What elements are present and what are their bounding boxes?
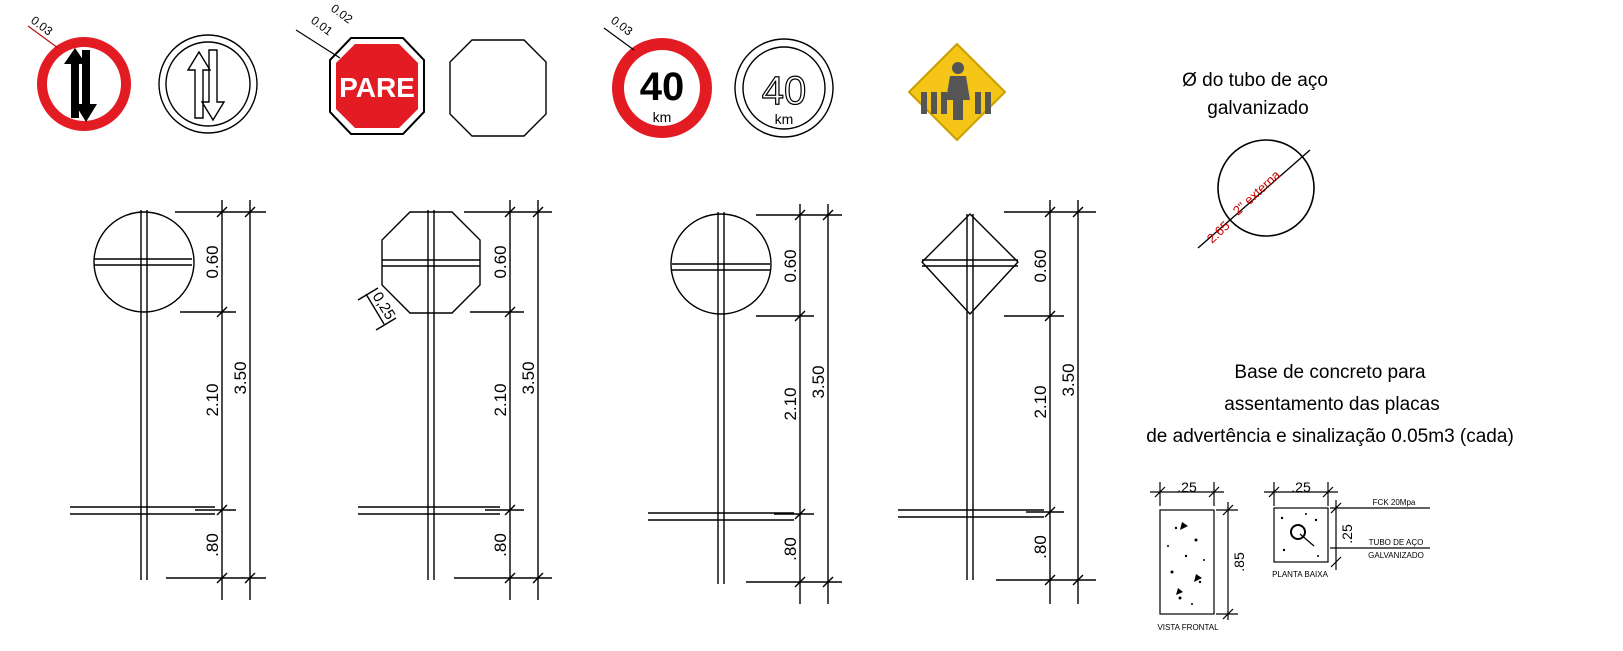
sign2-dimension-a: 0.02 xyxy=(328,1,355,26)
post4-post-height: 2.10 xyxy=(1031,385,1050,418)
speed-value-outline: 40 xyxy=(762,69,807,113)
stop-text: PARE xyxy=(339,72,415,103)
post-4 xyxy=(898,200,1096,604)
post2-post-height: 2.10 xyxy=(491,383,510,416)
speed-value: 40 xyxy=(640,65,685,109)
concrete-texture-plan xyxy=(1280,513,1319,557)
post3-sign-height: 0.60 xyxy=(781,249,800,282)
base-title-line1: Base de concreto para xyxy=(1234,362,1426,383)
post1-sign-height: 0.60 xyxy=(203,245,222,278)
speed-unit-outline: km xyxy=(775,111,794,127)
front-height-dimension: .85 xyxy=(1231,552,1247,572)
tube-label-2: GALVANIZADO xyxy=(1368,551,1424,560)
tube-section: Ø do tubo de aço galvanizado 2.65 2" ext… xyxy=(1182,70,1328,249)
stop-sign-outline xyxy=(449,39,547,137)
up-arrow-icon xyxy=(64,48,86,118)
speed-limit-sign-outline: 40 km xyxy=(734,38,834,138)
post3-total-height: 3.50 xyxy=(809,365,828,398)
tube-title-line1: Ø do tubo de aço xyxy=(1182,70,1328,91)
base-title-line3: de advertência e sinalização 0.05m3 (cad… xyxy=(1146,426,1514,447)
post-3 xyxy=(648,204,842,604)
speed-limit-sign-color: 40 km 0.03 xyxy=(603,13,712,138)
sign3-dimension: 0.03 xyxy=(608,13,635,38)
pedestrian-crossing-sign xyxy=(908,43,1006,141)
post1-embed-depth: .80 xyxy=(203,533,222,557)
post1-post-height: 2.10 xyxy=(203,383,222,416)
post2-sign-height: 0.60 xyxy=(491,245,510,278)
stop-sign-color: PARE 0.02 0.01 xyxy=(295,1,425,135)
tube-dim-b: 2" externa xyxy=(1230,167,1284,219)
sign2-dimension-b: 0.01 xyxy=(308,13,335,38)
two-way-sign-color: 0.03 xyxy=(27,13,131,131)
post1-total-height: 3.50 xyxy=(231,361,250,394)
two-way-sign-outline xyxy=(158,34,258,134)
post4-embed-depth: .80 xyxy=(1031,535,1050,559)
concrete-texture-front xyxy=(1167,522,1205,605)
front-view-label: VISTA FRONTAL xyxy=(1157,623,1219,632)
fck-label: FCK 20Mpa xyxy=(1373,498,1416,507)
post2-total-height: 3.50 xyxy=(519,361,538,394)
plan-view-label: PLANTA BAIXA xyxy=(1272,570,1329,579)
post4-total-height: 3.50 xyxy=(1059,363,1078,396)
base-plan-view xyxy=(1264,482,1430,570)
post-1 xyxy=(70,200,266,600)
post2-embed-depth: .80 xyxy=(491,533,510,557)
sign1-dimension: 0.03 xyxy=(28,13,55,38)
tube-title-line2: galvanizado xyxy=(1207,98,1308,119)
post4-sign-height: 0.60 xyxy=(1031,249,1050,282)
base-front-view xyxy=(1150,482,1238,620)
post3-post-height: 2.10 xyxy=(781,387,800,420)
plan-depth-dimension: .25 xyxy=(1339,524,1355,544)
down-arrow-icon xyxy=(75,50,97,122)
base-title: Base de concreto para assentamento das p… xyxy=(1146,362,1514,447)
front-width-dimension: .25 xyxy=(1177,479,1197,495)
plan-width-dimension: .25 xyxy=(1291,479,1311,495)
pedestrian-icon xyxy=(921,62,991,120)
post3-embed-depth: .80 xyxy=(781,537,800,561)
tube-label-1: TUBO DE AÇO xyxy=(1369,538,1424,547)
speed-unit: km xyxy=(653,109,672,125)
post-2 xyxy=(357,200,552,600)
base-title-line2: assentamento das placas xyxy=(1224,394,1439,415)
